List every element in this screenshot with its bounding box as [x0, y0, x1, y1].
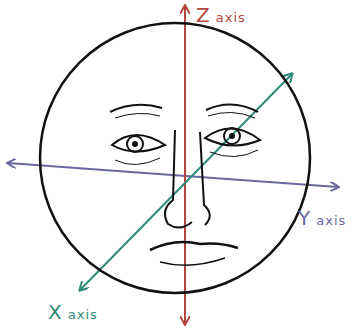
- axis-label: Y axis: [298, 206, 346, 230]
- axis-label: Z axis: [196, 3, 246, 27]
- axis-label: X axis: [48, 300, 98, 324]
